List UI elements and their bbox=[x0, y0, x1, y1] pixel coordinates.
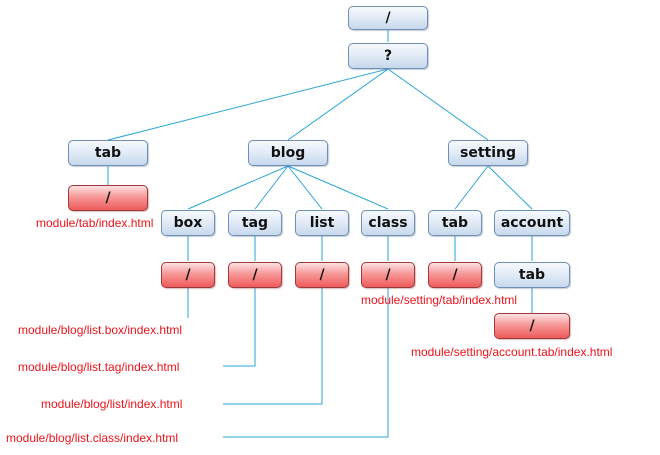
setting-account-label: account bbox=[500, 215, 564, 231]
tab-node[interactable]: tab bbox=[68, 140, 148, 166]
blog-tag-label: tag bbox=[241, 215, 269, 231]
setting-node[interactable]: setting bbox=[448, 140, 528, 166]
setting-tab-node[interactable]: tab bbox=[428, 210, 482, 236]
tab-route-path: module/tab/index.html bbox=[36, 216, 154, 230]
setting-node-label: setting bbox=[460, 145, 516, 161]
tab-node-label: tab bbox=[94, 145, 122, 161]
blog-class-label: class bbox=[368, 215, 408, 231]
blog-box-route-path: module/blog/list.box/index.html bbox=[18, 323, 183, 337]
blog-node[interactable]: blog bbox=[248, 140, 328, 166]
param-node[interactable]: ? bbox=[348, 43, 428, 69]
setting-account-tab-node[interactable]: tab bbox=[494, 262, 570, 288]
setting-account-route-path: module/setting/account.tab/index.html bbox=[411, 345, 613, 359]
blog-box-label: box bbox=[173, 215, 203, 231]
setting-tab-route-path: module/setting/tab/index.html bbox=[361, 293, 518, 307]
blog-list-node[interactable]: list bbox=[295, 210, 349, 236]
blog-list-route-slash: / bbox=[319, 267, 325, 283]
blog-node-label: blog bbox=[270, 145, 306, 161]
param-label: ? bbox=[383, 48, 393, 64]
setting-tab-route-node[interactable]: / bbox=[428, 262, 482, 288]
blog-list-route-node[interactable]: / bbox=[295, 262, 349, 288]
blog-list-route-path: module/blog/list/index.html bbox=[41, 397, 183, 411]
blog-box-route-slash: / bbox=[185, 267, 191, 283]
blog-class-route-node[interactable]: / bbox=[361, 262, 415, 288]
blog-list-label: list bbox=[309, 215, 335, 231]
blog-box-node[interactable]: box bbox=[161, 210, 215, 236]
blog-tag-route-path: module/blog/list.tag/index.html bbox=[18, 360, 180, 374]
root-slash-label: / bbox=[385, 10, 391, 26]
blog-tag-node[interactable]: tag bbox=[228, 210, 282, 236]
blog-class-route-slash: / bbox=[385, 267, 391, 283]
setting-account-route-slash: / bbox=[529, 318, 535, 334]
tab-route-slash: / bbox=[105, 190, 111, 206]
blog-class-node[interactable]: class bbox=[361, 210, 415, 236]
setting-account-tab-label: tab bbox=[518, 267, 546, 283]
blog-box-route-node[interactable]: / bbox=[161, 262, 215, 288]
blog-class-route-path: module/blog/list.class/index.html bbox=[6, 431, 179, 445]
setting-tab-label: tab bbox=[441, 215, 469, 231]
setting-tab-route-slash: / bbox=[452, 267, 458, 283]
blog-tag-route-slash: / bbox=[252, 267, 258, 283]
blog-tag-route-node[interactable]: / bbox=[228, 262, 282, 288]
setting-account-node[interactable]: account bbox=[494, 210, 570, 236]
tab-route-node[interactable]: / bbox=[68, 185, 148, 211]
setting-account-route-node[interactable]: / bbox=[494, 313, 570, 339]
root-slash-node[interactable]: / bbox=[348, 6, 428, 30]
